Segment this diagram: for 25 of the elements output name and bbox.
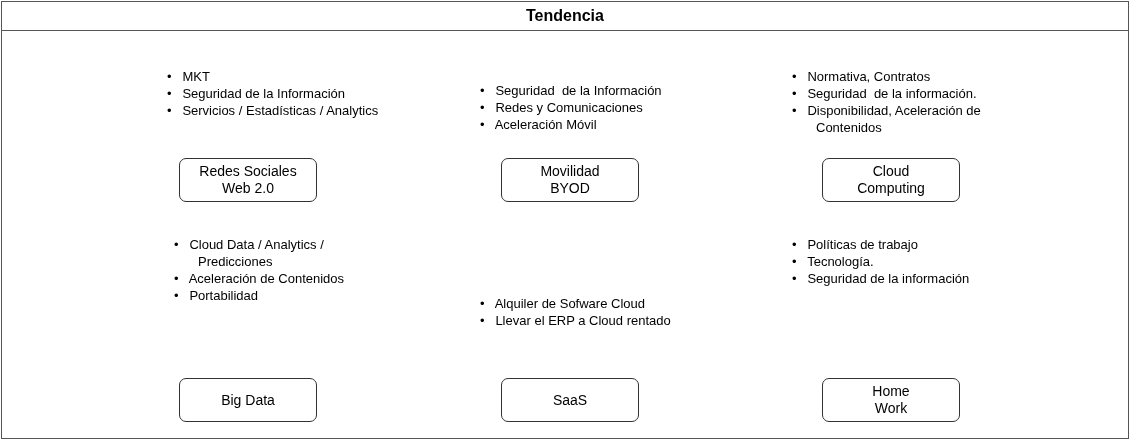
- bullet-item: • Redes y Comunicaciones: [480, 99, 644, 116]
- panel-title: Tendencia: [2, 2, 1128, 31]
- topic-box: Home Work: [822, 378, 960, 422]
- bullet-item: • Seguridad de la Información: [480, 82, 663, 99]
- bullet-item: • Servicios / Estadísticas / Analytics: [167, 102, 380, 119]
- bullet-item: • Seguridad de la información.: [792, 85, 978, 102]
- bullet-item: • MKT: [167, 68, 211, 85]
- bullet-item: • Seguridad de la Información: [167, 85, 346, 102]
- topic-box: Big Data: [179, 378, 317, 422]
- bullet-item: • Políticas de trabajo: [792, 236, 919, 253]
- bullet-item: • Portabilidad: [174, 287, 260, 304]
- topic-box: Redes Sociales Web 2.0: [179, 158, 317, 202]
- bullet-item: • Llevar el ERP a Cloud rentado: [480, 312, 672, 329]
- panel-frame: [1, 1, 1129, 439]
- bullet-item: • Alquiler de Sofware Cloud: [480, 295, 646, 312]
- bullet-item: • Seguridad de la información: [792, 270, 971, 287]
- bullet-item: • Disponibilidad, Aceleración de Contenidos: [792, 102, 982, 136]
- bullet-item: • Aceleración Móvil: [480, 116, 598, 133]
- bullet-item: • Normativa, Contratos: [792, 68, 932, 85]
- topic-box: Movilidad BYOD: [501, 158, 639, 202]
- bullet-item: • Tecnología.: [792, 253, 875, 270]
- topic-box: Cloud Computing: [822, 158, 960, 202]
- bullet-item: • Aceleración de Contenidos: [174, 270, 346, 287]
- bullet-item: • Cloud Data / Analytics / Predicciones: [174, 236, 325, 270]
- topic-box: SaaS: [501, 378, 639, 422]
